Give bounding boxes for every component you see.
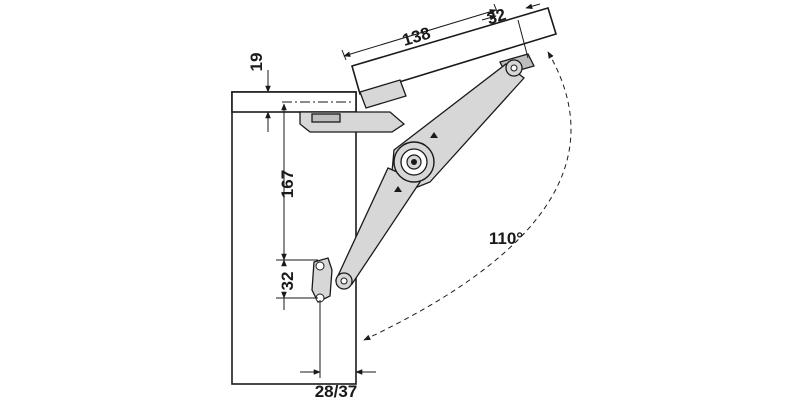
cabinet-top [231, 91, 357, 113]
dim-arm-offset: 167 [276, 103, 318, 261]
opening-angle-arc [363, 51, 572, 341]
dim-lid-bracket: 32 [481, 3, 541, 59]
pivot-hub [393, 141, 435, 183]
mechanism-housing [299, 111, 406, 133]
dim-lid-thickness: 19 [247, 53, 284, 132]
label-opening-angle: 110° [489, 229, 523, 248]
label-bracket-pitch: 32 [278, 272, 297, 291]
label-arm-offset: 167 [278, 170, 297, 198]
label-base-offset: 28/37 [315, 382, 358, 400]
label-lid-thickness: 19 [247, 53, 266, 72]
open-lid [351, 7, 558, 96]
label-lid-bracket: 32 [485, 5, 509, 29]
base-pivot [335, 272, 353, 290]
dim-base-offset: 28/37 [300, 300, 376, 400]
base-mounting-plate [311, 257, 333, 303]
cabinet-side-panel [231, 91, 357, 385]
dim-bracket-pitch: 32 [276, 259, 318, 310]
lid-pivot [505, 59, 523, 77]
